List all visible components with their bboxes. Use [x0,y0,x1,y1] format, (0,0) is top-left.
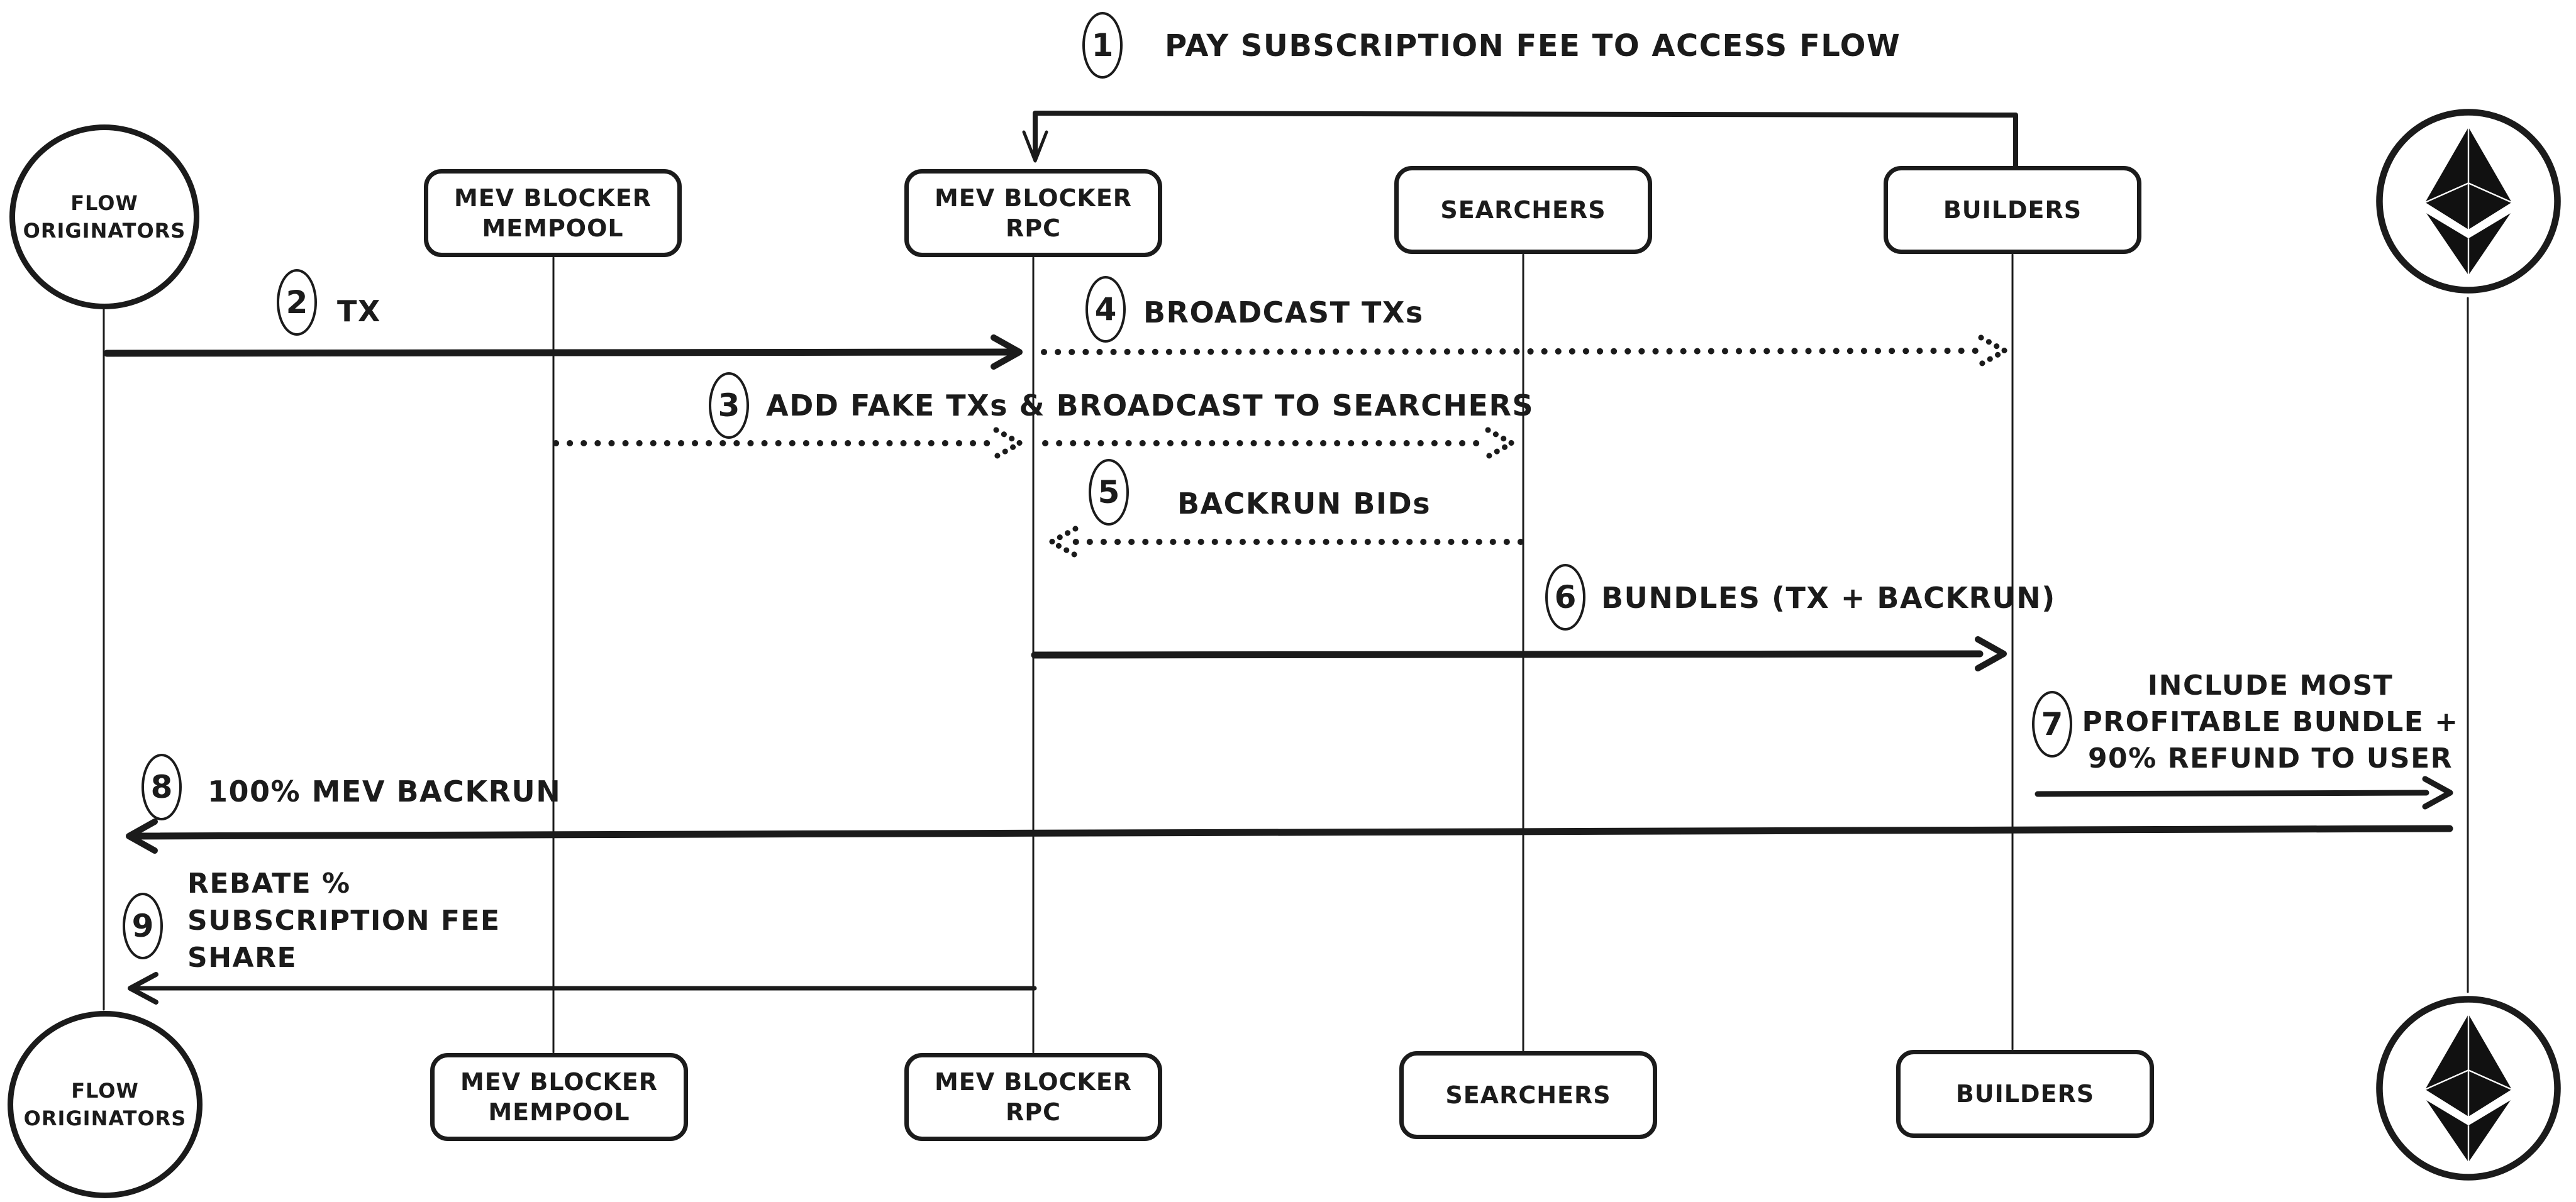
arrow-msg4 [1041,334,2008,367]
actor-label: MEMPOOL [482,214,624,242]
actor-label: SEARCHERS [1445,1081,1611,1109]
arrow-msg8 [126,819,2453,854]
arrow-msg5 [1048,526,1524,558]
actor-mev-blocker-mempool-top: MEV BLOCKER MEMPOOL [424,169,682,257]
actor-flow-originators-bottom: FLOW ORIGINATORS [8,1011,203,1198]
message-7-line2: PROFITABLE BUNDLE + [2082,706,2459,738]
arrow-msg6 [1031,636,2007,671]
message-9-line3: SHARE [187,942,297,974]
message-4-label: BROADCAST TXs [1143,295,1424,329]
actor-searchers-bottom: SEARCHERS [1399,1051,1657,1139]
actor-label: ORIGINATORS [23,1106,187,1130]
message-9-line1: REBATE % [187,868,351,900]
actor-label: RPC [1006,1098,1061,1126]
message-2-badge: 2 [277,269,317,336]
arrow-msg9 [128,972,1037,1005]
actor-builders-bottom: BUILDERS [1896,1050,2154,1138]
message-9-badge: 9 [123,893,163,959]
message-4-badge: 4 [1085,276,1126,343]
message-9-line2: SUBSCRIPTION FEE [187,905,501,937]
message-5-badge: 5 [1089,459,1129,526]
actor-label: SEARCHERS [1440,196,1606,224]
actor-mev-blocker-rpc-bottom: MEV BLOCKER RPC [904,1053,1162,1141]
message-7-badge: 7 [2032,691,2072,758]
actor-label: FLOW [70,191,138,215]
message-2-label: TX [337,294,381,328]
message-6-badge: 6 [1545,564,1585,631]
arrow-msg2 [103,334,1023,370]
actor-label: BUILDERS [1943,196,2082,224]
actor-label: BUILDERS [1955,1080,2095,1108]
arrow-msg1 [1022,111,2018,168]
message-3-label: ADD FAKE TXs & BROADCAST TO SEARCHERS [766,389,1534,422]
arrow-msg7 [2035,776,2453,810]
actor-label: MEV BLOCKER [453,184,652,212]
message-1-label: PAY SUBSCRIPTION FEE TO ACCESS FLOW [1165,28,1901,63]
actor-label: MEMPOOL [488,1098,630,1126]
message-7-line3: 90% REFUND TO USER [2087,742,2453,775]
message-1-badge: 1 [1082,12,1123,79]
actor-builders-top: BUILDERS [1884,166,2141,254]
actor-label: MEV BLOCKER [934,184,1133,212]
actor-flow-originators-top: FLOW ORIGINATORS [9,124,199,309]
message-6-label: BUNDLES (TX + BACKRUN) [1601,581,2056,615]
actor-label: MEV BLOCKER [934,1068,1133,1096]
message-9-label: REBATE % SUBSCRIPTION FEE SHARE [187,865,501,976]
actor-mev-blocker-rpc-top: MEV BLOCKER RPC [904,169,1162,257]
arrow-msg3 [553,427,1515,460]
message-5-label: BACKRUN BIDs [1177,487,1431,521]
actor-label: FLOW [71,1079,139,1103]
message-8-badge: 8 [142,754,182,820]
message-8-label: 100% MEV BACKRUN [208,775,562,808]
message-7-line1: INCLUDE MOST [2147,670,2394,702]
actor-searchers-top: SEARCHERS [1394,166,1652,254]
ethereum-logo-bottom [2376,996,2561,1181]
actor-label: MEV BLOCKER [460,1068,658,1096]
ethereum-logo-top [2376,109,2561,294]
actor-label: ORIGINATORS [23,219,186,243]
message-7-label: INCLUDE MOST PROFITABLE BUNDLE + 90% REF… [2063,668,2478,777]
actor-label: RPC [1006,214,1061,242]
message-3-badge: 3 [709,372,749,439]
actor-mev-blocker-mempool-bottom: MEV BLOCKER MEMPOOL [430,1053,688,1141]
